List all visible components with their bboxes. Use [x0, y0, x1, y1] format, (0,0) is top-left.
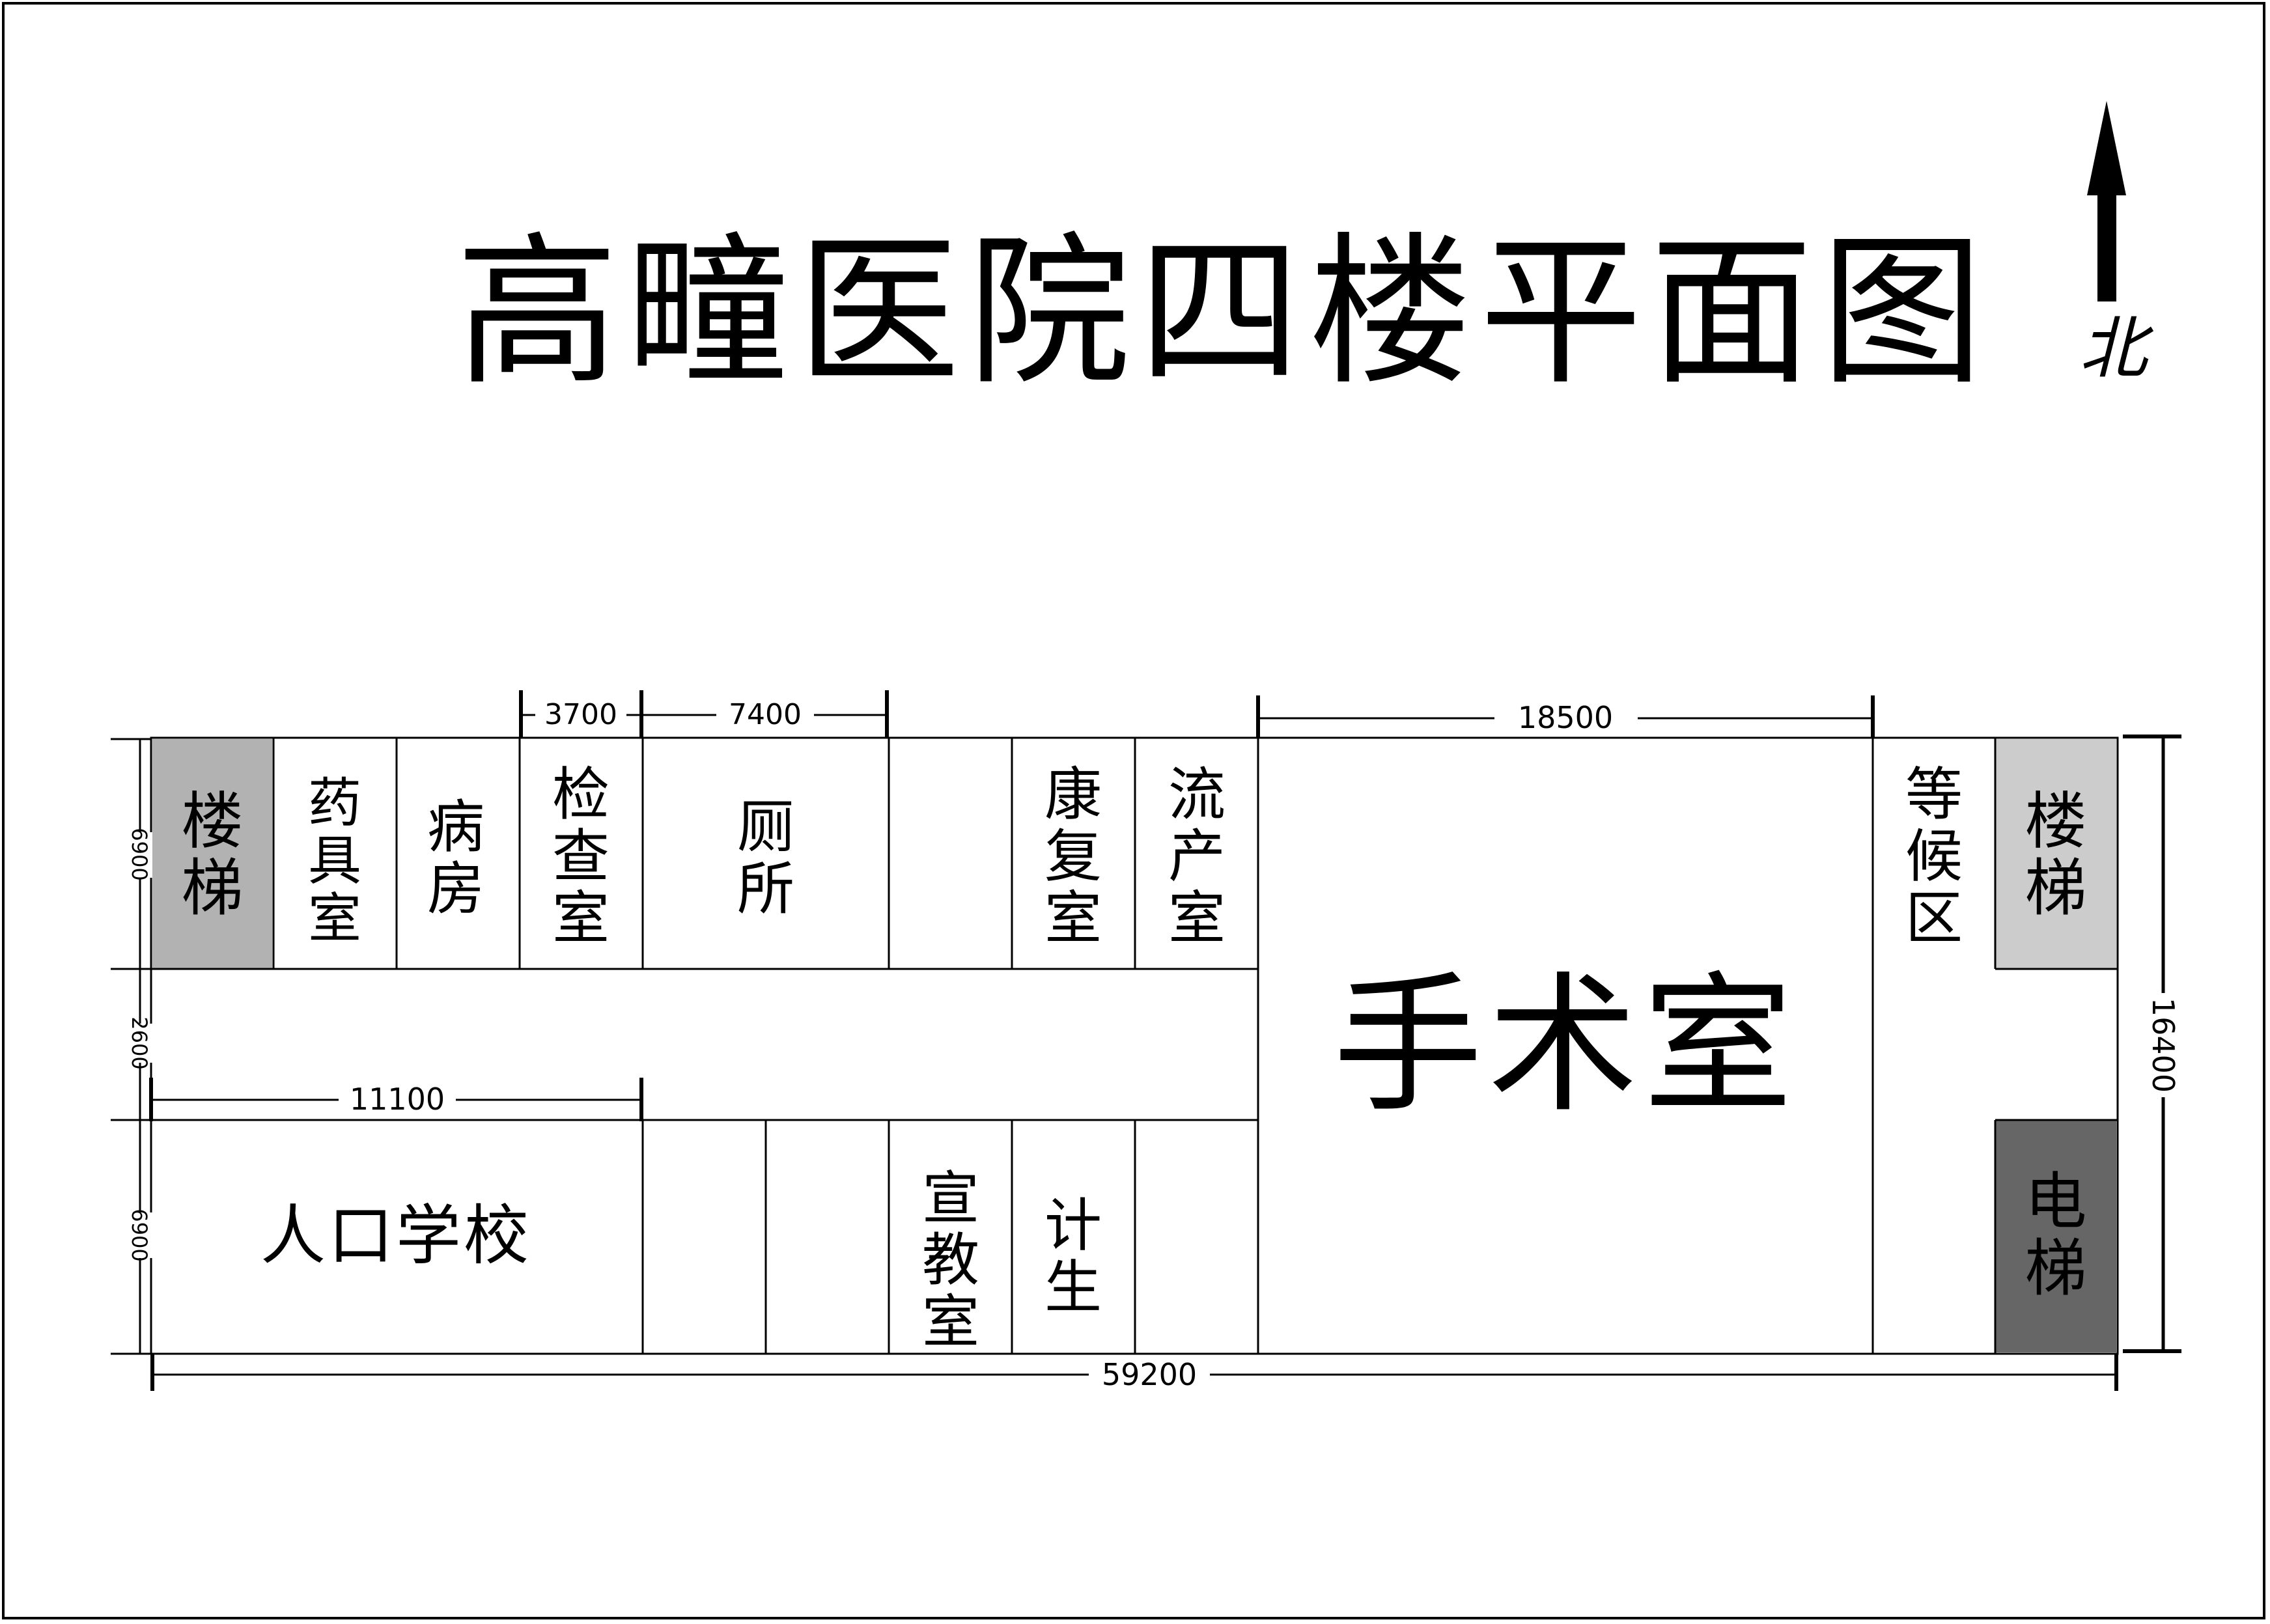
- room-label-family-planning: 计生: [1044, 1192, 1102, 1321]
- room-label-char: 等: [1905, 761, 1963, 828]
- room-label-elevator: 电梯: [2025, 1166, 2086, 1305]
- room-label-char: 梯: [2025, 1233, 2086, 1305]
- room-label-pharmacy: 药具室: [308, 773, 361, 950]
- room-label-char: 生: [1044, 1253, 1102, 1321]
- room-label-abortion: 流产室: [1168, 761, 1226, 951]
- room-label-char: 康: [1044, 761, 1102, 828]
- dim-label-school-width: 11100: [350, 1082, 445, 1117]
- room-label-stair-west: 楼梯: [181, 786, 243, 925]
- room-label-char: 室: [922, 1288, 979, 1355]
- room-label-char: 查: [552, 822, 610, 889]
- room-label-char: 所: [737, 855, 794, 922]
- room-label-char: 教: [922, 1226, 979, 1293]
- stair-west-fill: [152, 739, 272, 969]
- room-label-char: 候: [1905, 822, 1963, 889]
- room-label-char: 药: [308, 773, 361, 835]
- dim-label-exam-width: 3700: [544, 698, 617, 731]
- room-label-char: 楼: [181, 786, 243, 858]
- walls: [150, 736, 2119, 1355]
- room-label-char: 梯: [181, 853, 243, 925]
- room-label-population-school: 人口学校: [260, 1197, 531, 1274]
- room-label-ward: 病房: [427, 793, 484, 922]
- room-label-char: 病: [427, 793, 484, 860]
- room-label-char: 复: [1044, 822, 1102, 889]
- room-label-char: 室: [552, 884, 610, 951]
- dim-label-operating-width: 18500: [1518, 700, 1613, 735]
- room-label-char: 产: [1168, 822, 1226, 889]
- room-label-toilet: 厕所: [737, 793, 794, 922]
- room-label-char: 具: [308, 830, 361, 892]
- dim-label-toilet-width: 7400: [729, 698, 802, 731]
- room-label-char: 宣: [922, 1164, 979, 1231]
- room-label-char: 检: [552, 761, 610, 828]
- room-label-char: 楼: [2025, 786, 2086, 858]
- north-label: 北: [2079, 309, 2147, 388]
- room-label-stair-east: 楼梯: [2025, 786, 2086, 925]
- room-label-rehab: 康复室: [1044, 761, 1102, 951]
- room-label-education: 宣教室: [922, 1164, 979, 1355]
- room-label-char: 厕: [737, 793, 794, 860]
- elevator-fill: [1995, 1120, 2116, 1352]
- room-label-char: 梯: [2025, 853, 2086, 925]
- dimension-lines: [111, 690, 2181, 1391]
- room-label-exam: 检查室: [552, 761, 610, 951]
- room-label-char: 区: [1905, 884, 1963, 951]
- dim-label-north-depth: 6900: [127, 828, 152, 880]
- room-label-char: 室: [1044, 884, 1102, 951]
- room-label-char: 计: [1044, 1192, 1102, 1259]
- room-label-char: 房: [427, 855, 484, 922]
- room-label-waiting: 等候区: [1905, 761, 1963, 951]
- room-label-char: 室: [308, 888, 361, 950]
- page-title: 高疃医院四楼平面图: [456, 217, 1991, 407]
- room-label-char: 流: [1168, 761, 1226, 828]
- dim-label-total-width: 59200: [1102, 1357, 1197, 1392]
- dim-label-corridor-depth: 2600: [127, 1016, 152, 1069]
- room-label-operating: 手术室: [1333, 959, 1798, 1133]
- stair-east-fill: [1995, 739, 2116, 969]
- dim-label-south-depth: 6900: [127, 1209, 152, 1261]
- dim-label-total-depth: 16400: [2146, 998, 2181, 1093]
- dimension-label-gaps: [128, 701, 2178, 1390]
- room-label-char: 电: [2025, 1166, 2086, 1238]
- room-label-char: 室: [1168, 884, 1226, 951]
